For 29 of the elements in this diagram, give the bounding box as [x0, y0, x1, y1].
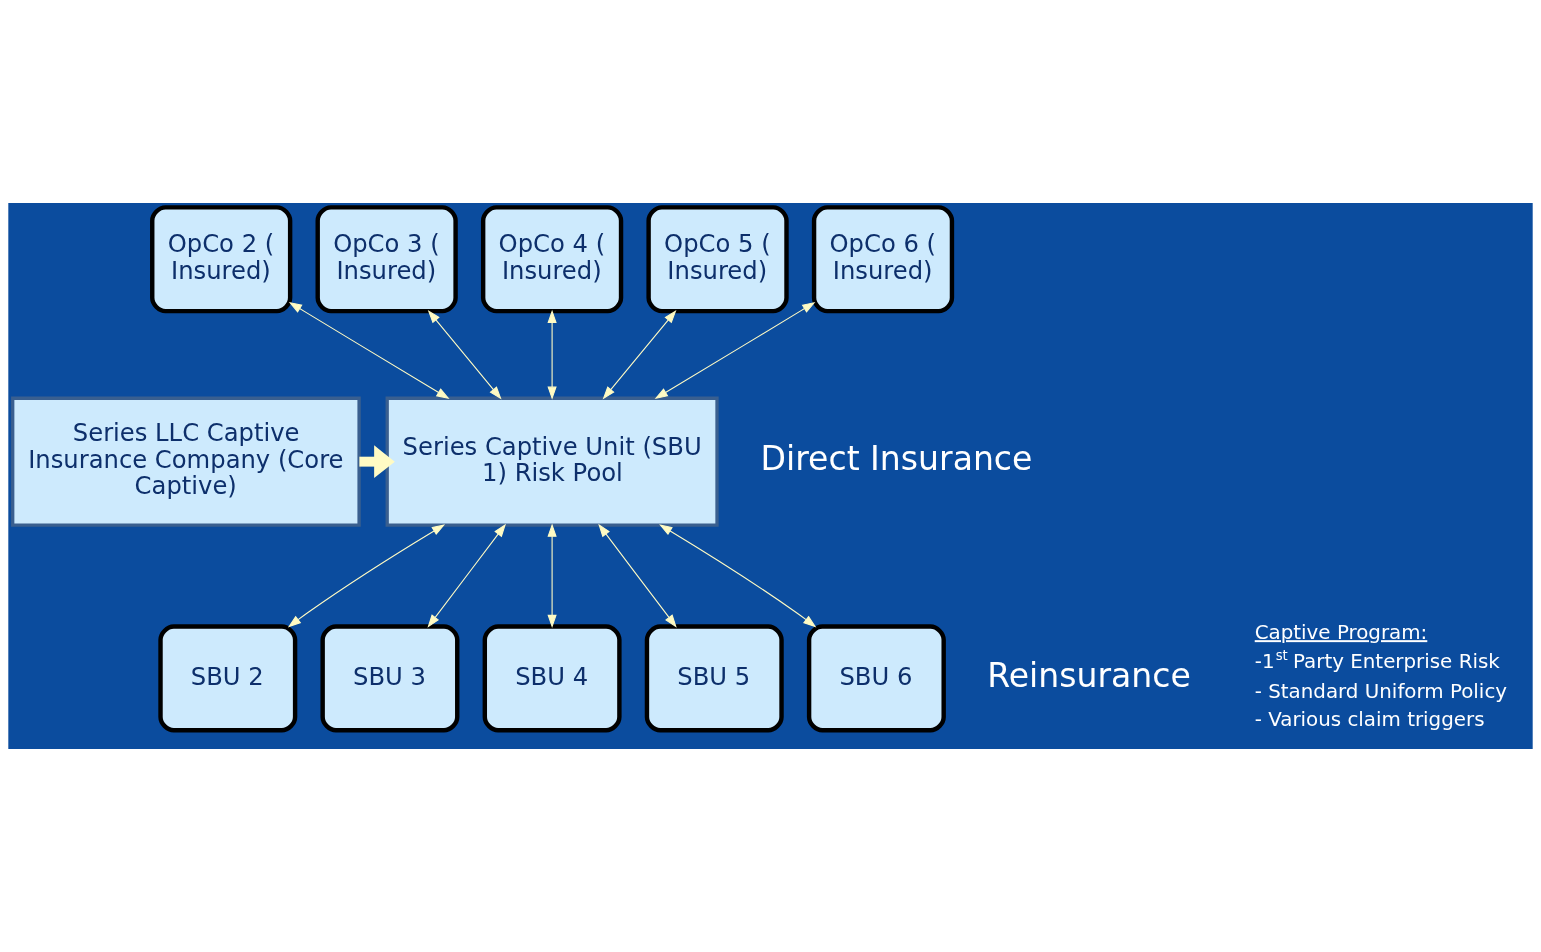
arrow	[659, 524, 817, 628]
arrow	[654, 301, 816, 400]
node-box: SBU 4	[482, 624, 622, 733]
arrow	[547, 523, 557, 629]
arrow	[602, 310, 677, 400]
arrow	[288, 301, 450, 400]
node-box: SBU 3	[320, 624, 460, 733]
node-box: SBU 6	[806, 624, 946, 733]
node-box: SBU 2	[158, 624, 298, 733]
node-box: OpCo 4 (Insured)	[480, 205, 624, 314]
label: - Standard Uniform Policy	[1254, 679, 1508, 703]
node-box: Series LLC Captive Insurance Company (Core Captive)	[11, 396, 361, 527]
node-box: OpCo 2 (Insured)	[150, 205, 293, 314]
label: Direct Insurance	[760, 438, 1033, 478]
label: Reinsurance	[987, 655, 1191, 695]
label: Captive Program:	[1254, 621, 1428, 645]
arrow	[427, 310, 502, 400]
node-box: OpCo 5 (Insured)	[646, 205, 789, 314]
label: - Various claim triggers	[1254, 708, 1485, 732]
node-box: OpCo 6 (Insured)	[811, 205, 955, 314]
arrow	[427, 523, 506, 628]
label: -1$^{st}$ Party Enterprise Risk	[1254, 648, 1500, 673]
node-box: Series Captive Unit (SBU 1) Risk Pool	[385, 396, 719, 527]
arrow	[547, 309, 557, 400]
arrow	[598, 523, 677, 628]
node-box: SBU 5	[644, 624, 784, 733]
arrow	[359, 445, 395, 478]
node-box: OpCo 3 (Insured)	[315, 205, 458, 314]
arrow	[287, 524, 446, 628]
